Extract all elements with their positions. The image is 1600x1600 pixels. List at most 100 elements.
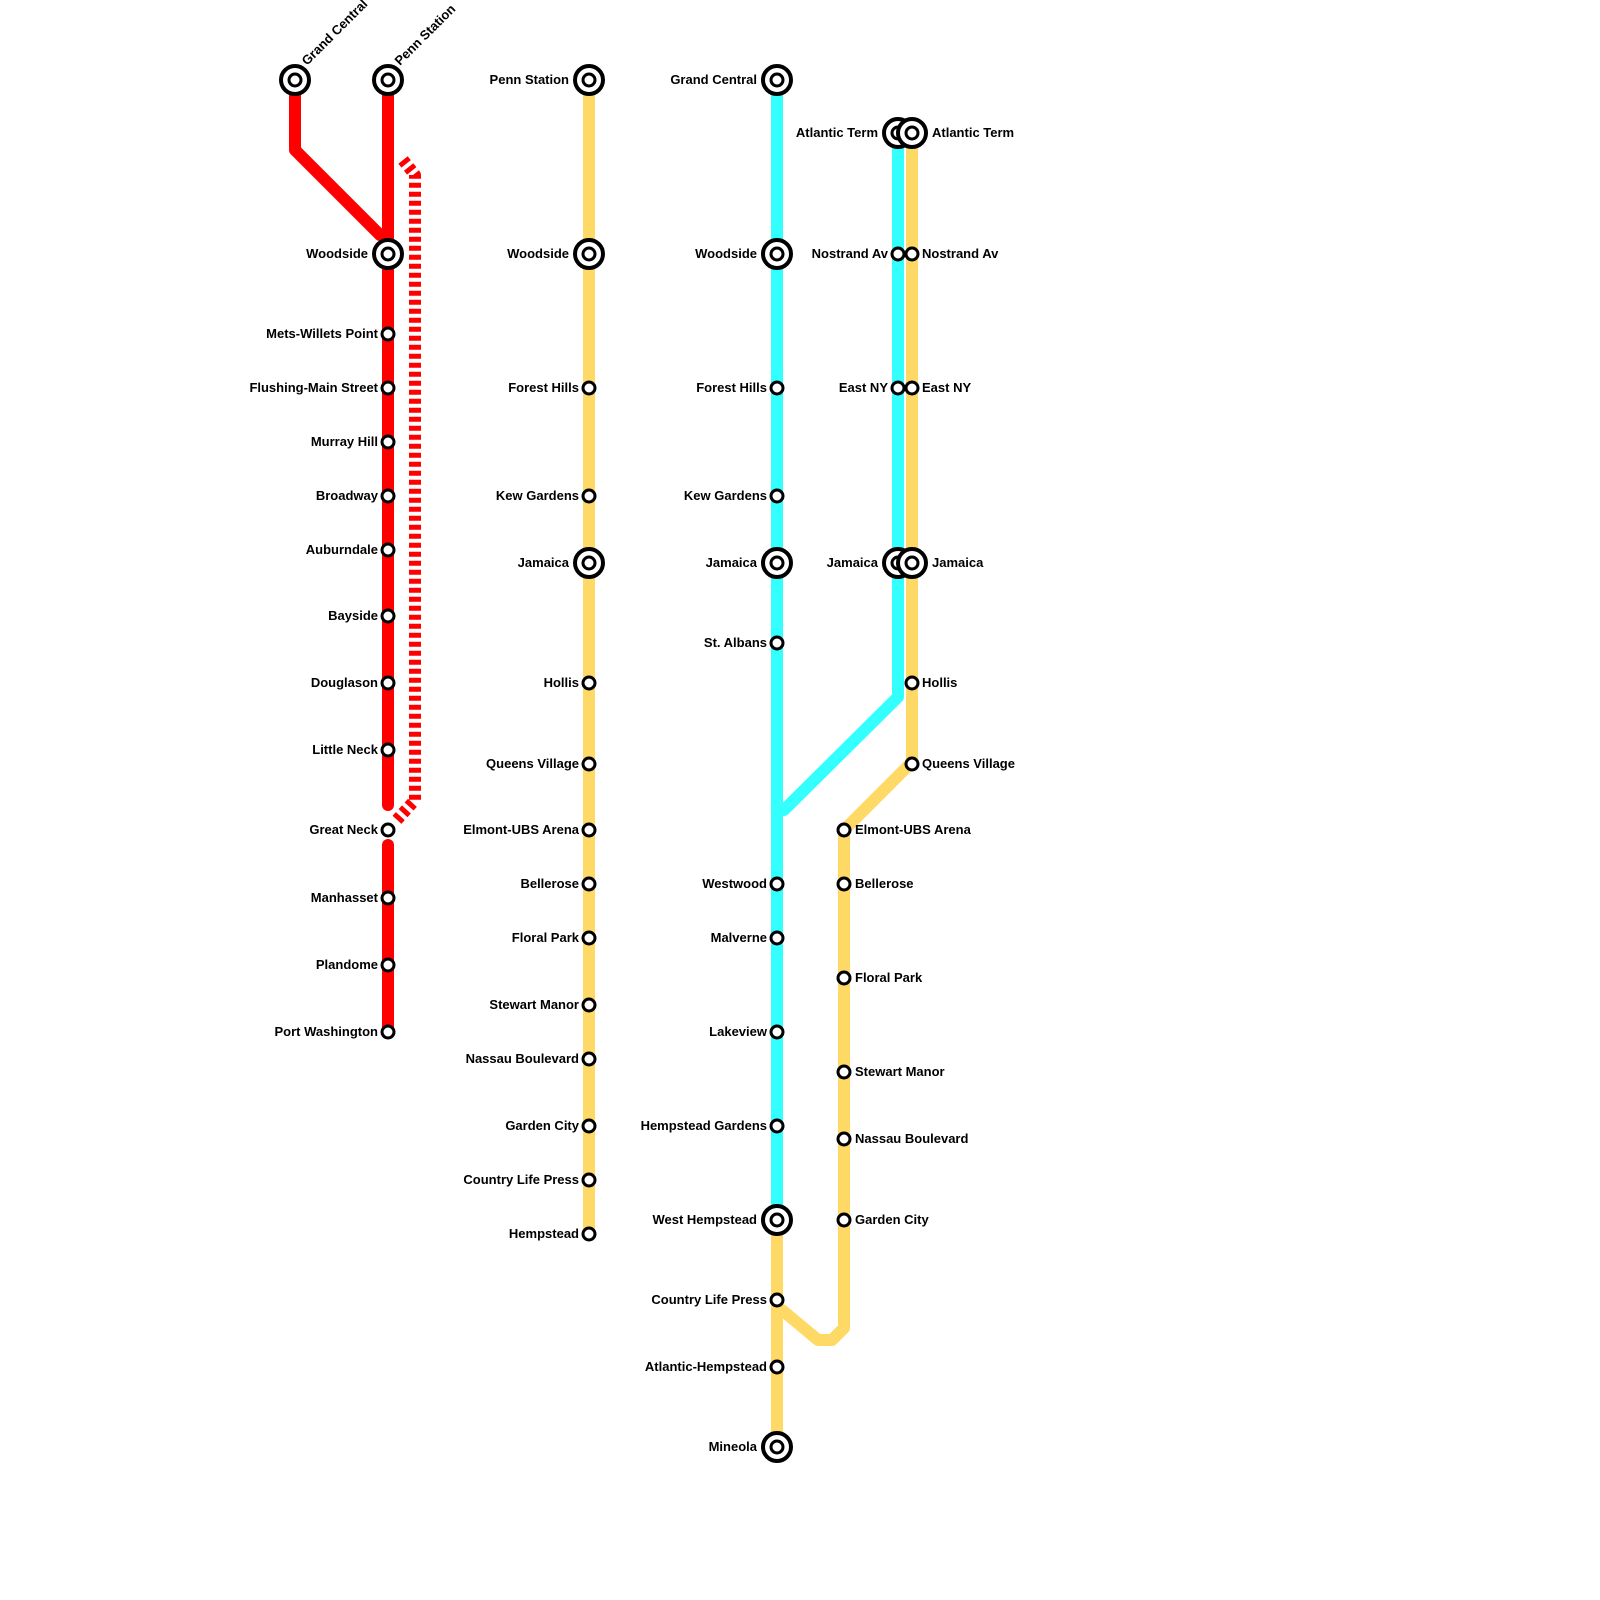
- station-wh-grand-central[interactable]: Grand Central: [670, 64, 793, 96]
- station-label: Bellerose: [855, 876, 914, 891]
- station-label: Little Neck: [312, 742, 379, 757]
- station-pw-port-washington[interactable]: Port Washington: [274, 1024, 396, 1040]
- station-pw-mets-willets-point[interactable]: Mets-Willets Point: [266, 326, 396, 342]
- station-label: Flushing-Main Street: [249, 380, 378, 395]
- station-label: Penn Station: [490, 72, 570, 87]
- station-label: Kew Gardens: [496, 488, 579, 503]
- station-label: Jamaica: [706, 555, 758, 570]
- station-pw-manhasset[interactable]: Manhasset: [311, 890, 396, 906]
- station-pw-woodside[interactable]: Woodside: [306, 238, 404, 270]
- station-ay-queens-village[interactable]: Queens Village: [904, 756, 1015, 772]
- line-mineola-hook: [771, 758, 916, 1346]
- station-pw-bayside[interactable]: Bayside: [328, 608, 396, 624]
- station-label: Woodside: [306, 246, 368, 261]
- station-ay-atlantic-term[interactable]: Atlantic Term: [896, 117, 1014, 149]
- station-h-penn-station[interactable]: Penn Station: [490, 64, 605, 96]
- station-label: Murray Hill: [311, 434, 378, 449]
- station-pw-little-neck[interactable]: Little Neck: [312, 742, 396, 758]
- station-h-forest-hills[interactable]: Forest Hills: [508, 380, 597, 396]
- station-ay-stewart-manor[interactable]: Stewart Manor: [836, 1064, 945, 1080]
- station-ay-jamaica[interactable]: Jamaica: [896, 547, 984, 579]
- station-label: Mets-Willets Point: [266, 326, 379, 341]
- station-h-queens-village[interactable]: Queens Village: [486, 756, 597, 772]
- station-pw-broadway[interactable]: Broadway: [316, 488, 396, 504]
- station-ac-atlantic-term[interactable]: Atlantic Term: [796, 117, 914, 149]
- station-label: Forest Hills: [696, 380, 767, 395]
- station-label: Plandome: [316, 957, 378, 972]
- station-label: St. Albans: [704, 635, 767, 650]
- station-label: Queens Village: [486, 756, 579, 771]
- station-wh-woodside[interactable]: Woodside: [695, 238, 793, 270]
- station-ay-nostrand[interactable]: Nostrand Av: [904, 246, 999, 262]
- station-wh-lakeview[interactable]: Lakeview: [709, 1024, 785, 1040]
- station-ay-east-ny[interactable]: East NY: [904, 380, 971, 396]
- station-label: Lakeview: [709, 1024, 768, 1039]
- station-label: Penn Station: [392, 1, 459, 68]
- station-ay-hollis[interactable]: Hollis: [904, 675, 957, 691]
- station-label: Woodside: [507, 246, 569, 261]
- station-label: Jamaica: [827, 555, 879, 570]
- station-m-atlantic-hempstead[interactable]: Atlantic-Hempstead: [645, 1359, 785, 1375]
- station-label: Country Life Press: [463, 1172, 579, 1187]
- station-h-stewart-manor[interactable]: Stewart Manor: [489, 997, 597, 1013]
- station-pw-grand-central[interactable]: Grand Central: [279, 0, 370, 96]
- station-h-elmont[interactable]: Elmont-UBS Arena: [463, 822, 597, 838]
- station-h-garden-city[interactable]: Garden City: [505, 1118, 597, 1134]
- station-ay-nassau-boulevard[interactable]: Nassau Boulevard: [836, 1131, 968, 1147]
- station-ac-nostrand[interactable]: Nostrand Av: [812, 246, 906, 262]
- station-wh-west-hempstead[interactable]: West Hempstead: [652, 1204, 793, 1236]
- station-label: Bayside: [328, 608, 378, 623]
- station-label: Malverne: [711, 930, 767, 945]
- station-h-floral-park[interactable]: Floral Park: [512, 930, 597, 946]
- station-ay-elmont[interactable]: Elmont-UBS Arena: [836, 822, 972, 838]
- station-label: Forest Hills: [508, 380, 579, 395]
- station-h-woodside[interactable]: Woodside: [507, 238, 605, 270]
- station-label: Atlantic Term: [932, 125, 1014, 140]
- station-label: Hempstead Gardens: [641, 1118, 767, 1133]
- station-wh-jamaica[interactable]: Jamaica: [706, 547, 793, 579]
- station-h-hempstead[interactable]: Hempstead: [509, 1226, 597, 1242]
- station-h-bellerose[interactable]: Bellerose: [520, 876, 597, 892]
- station-pw-douglason[interactable]: Douglason: [311, 675, 396, 691]
- station-pw-auburndale[interactable]: Auburndale: [306, 542, 396, 558]
- station-pw-great-neck[interactable]: Great Neck: [309, 822, 396, 838]
- station-ac-east-ny[interactable]: East NY: [839, 380, 906, 396]
- station-ay-floral-park[interactable]: Floral Park: [836, 970, 923, 986]
- station-label: Hollis: [922, 675, 957, 690]
- station-h-kew-gardens[interactable]: Kew Gardens: [496, 488, 597, 504]
- station-label: Stewart Manor: [489, 997, 579, 1012]
- station-label: Elmont-UBS Arena: [463, 822, 580, 837]
- station-h-nassau-boulevard[interactable]: Nassau Boulevard: [466, 1051, 597, 1067]
- station-m-country-life-press[interactable]: Country Life Press: [651, 1292, 785, 1308]
- station-label: Kew Gardens: [684, 488, 767, 503]
- station-label: Mineola: [709, 1439, 758, 1454]
- station-h-hollis[interactable]: Hollis: [544, 675, 597, 691]
- station-label: Garden City: [855, 1212, 929, 1227]
- station-ay-garden-city[interactable]: Garden City: [836, 1212, 929, 1228]
- station-ay-bellerose[interactable]: Bellerose: [836, 876, 914, 892]
- station-wh-forest-hills[interactable]: Forest Hills: [696, 380, 785, 396]
- station-label: Queens Village: [922, 756, 1015, 771]
- station-wh-st-albans[interactable]: St. Albans: [704, 635, 785, 651]
- station-pw-plandome[interactable]: Plandome: [316, 957, 396, 973]
- line-atlantic-west-hempstead: [778, 127, 904, 816]
- route-lines: [289, 74, 918, 1453]
- station-wh-malverne[interactable]: Malverne: [711, 930, 785, 946]
- station-m-mineola[interactable]: Mineola: [709, 1431, 793, 1463]
- station-h-country-life-press[interactable]: Country Life Press: [463, 1172, 597, 1188]
- station-label: Stewart Manor: [855, 1064, 945, 1079]
- station-label: East NY: [922, 380, 971, 395]
- station-label: Floral Park: [855, 970, 923, 985]
- station-pw-flushing[interactable]: Flushing-Main Street: [249, 380, 396, 396]
- station-label: Nostrand Av: [922, 246, 999, 261]
- station-h-jamaica[interactable]: Jamaica: [518, 547, 605, 579]
- station-label: Garden City: [505, 1118, 579, 1133]
- station-label: Elmont-UBS Arena: [855, 822, 972, 837]
- station-wh-hempstead-gardens[interactable]: Hempstead Gardens: [641, 1118, 785, 1134]
- station-pw-murray-hill[interactable]: Murray Hill: [311, 434, 396, 450]
- station-label: Jamaica: [518, 555, 570, 570]
- station-wh-westwood[interactable]: Westwood: [702, 876, 785, 892]
- station-pw-penn-station[interactable]: Penn Station: [372, 1, 459, 96]
- station-wh-kew-gardens[interactable]: Kew Gardens: [684, 488, 785, 504]
- station-label: Westwood: [702, 876, 767, 891]
